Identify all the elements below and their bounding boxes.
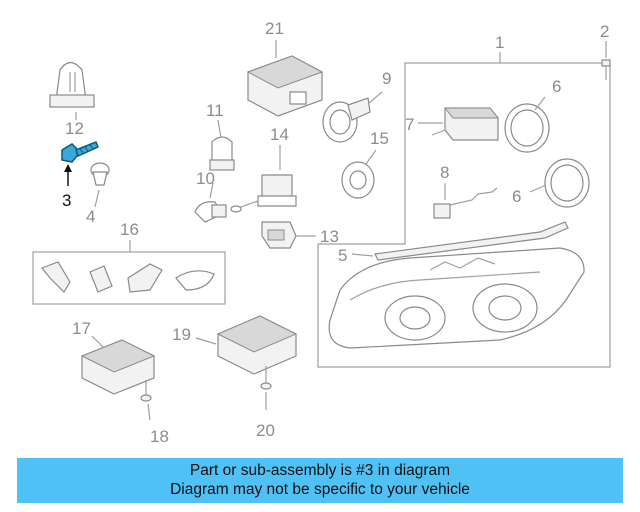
bulb-11 — [209, 136, 235, 171]
callout-19: 19 — [172, 325, 191, 344]
callout-18: 18 — [150, 427, 169, 446]
callout-2: 2 — [600, 22, 609, 41]
trim-strip — [374, 221, 569, 261]
module-17 — [80, 339, 156, 395]
callout-6a: 6 — [552, 77, 561, 96]
bulb-10 — [194, 201, 227, 223]
caption-line-2: Diagram may not be specific to your vehi… — [170, 481, 470, 498]
seal-ring-upper — [504, 103, 550, 153]
callout-14: 14 — [270, 125, 289, 144]
bulb-socket-9 — [322, 97, 371, 143]
callout-5: 5 — [338, 246, 347, 265]
callout-7: 7 — [405, 115, 414, 134]
leveling-motor — [431, 107, 500, 141]
bracket-kit-parts — [41, 261, 215, 293]
clip-4 — [90, 162, 110, 186]
callout-3: 3 — [62, 191, 71, 210]
module-19 — [216, 315, 298, 375]
caption-line-1: Part or sub-assembly is #3 in diagram — [189, 462, 451, 479]
diagram-caption-banner: Part or sub-assembly is #3 in diagram Di… — [17, 458, 623, 503]
callout-15: 15 — [370, 129, 389, 148]
headlamp-housing — [328, 247, 585, 349]
parts-diagram: 1 2 3 4 5 6 6 7 8 9 10 11 12 13 14 15 16… — [32, 19, 611, 446]
control-module-21 — [246, 55, 324, 117]
callout-4: 4 — [86, 207, 95, 226]
callout-8: 8 — [440, 163, 449, 182]
screw-20 — [260, 366, 272, 390]
hid-bulb-14 — [230, 174, 297, 213]
callout-6b: 6 — [512, 187, 521, 206]
callout-16: 16 — [120, 220, 139, 239]
callout-9: 9 — [382, 69, 391, 88]
callout-20: 20 — [256, 421, 275, 440]
screw-18 — [140, 380, 152, 402]
wiring-harness — [433, 187, 498, 219]
bracket-kit-box — [32, 251, 226, 305]
cap-15 — [341, 161, 375, 199]
callout-12: 12 — [65, 119, 84, 138]
callout-21: 21 — [265, 19, 284, 38]
bulb-12 — [49, 61, 95, 108]
bracket-13 — [261, 221, 297, 249]
bolt-3-highlighted — [61, 141, 99, 163]
callout-17: 17 — [72, 319, 91, 338]
callout-13: 13 — [320, 227, 339, 246]
callout-10: 10 — [196, 169, 215, 188]
callout-1: 1 — [495, 33, 504, 52]
screw-2 — [601, 59, 611, 80]
seal-ring-lower — [544, 158, 590, 208]
callout-11: 11 — [206, 101, 224, 120]
